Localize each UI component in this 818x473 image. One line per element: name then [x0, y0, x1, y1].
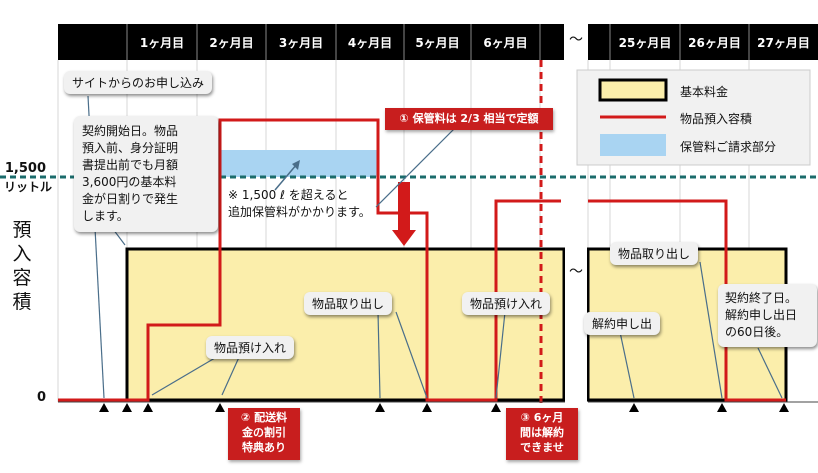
callout-contract-end: 契約終了日。 解約申し出日 の60日後。 — [718, 284, 817, 347]
over-note-pointer — [274, 160, 300, 191]
y-axis-title: 預 入 容 積 — [12, 219, 32, 313]
month-label-5: 5ヶ月目 — [415, 36, 460, 50]
over-limit-note: ※ 1,500 ℓ を超えると 追加保管料がかかります。 — [228, 188, 371, 219]
callout-apply: サイトからのお申し込み — [64, 71, 213, 94]
timeline-break-tilde: 〜 — [569, 32, 583, 48]
month-label-2: 2ヶ月目 — [209, 36, 254, 50]
month-label-27: 27ヶ月目 — [757, 36, 810, 50]
callout-deposit-2: 物品預け入れ — [462, 292, 551, 315]
tag-storage-rate: ① 保管料は 2/3 相当で定額 — [385, 108, 553, 130]
month-label-6: 6ヶ月目 — [483, 36, 528, 50]
header-bar-right — [588, 24, 818, 60]
month-label-3: 3ヶ月目 — [278, 36, 324, 50]
month-label-1: 1ヶ月目 — [139, 36, 185, 50]
legend-swatch-base — [598, 78, 668, 102]
legend-base-label: 基本料金 — [680, 85, 729, 99]
callout-deposit-1: 物品預け入れ — [206, 336, 295, 359]
month-label-25: 25ヶ月目 — [618, 36, 672, 50]
timeline-break-tilde-mid: 〜 — [569, 264, 583, 280]
legend-volume-label: 物品預入容積 — [680, 112, 753, 126]
header-bar-left — [58, 24, 564, 60]
y-label-unit: リットル — [3, 180, 52, 194]
y-label-1500: 1,500 — [4, 161, 46, 176]
legend-storage-label: 保管料ご請求部分 — [680, 140, 777, 154]
legend-swatch-storage — [600, 134, 666, 156]
callout-withdraw-1: 物品取り出し — [304, 292, 393, 315]
callout-contract-start: 契約開始日。物品 預入前、身分証明 書提出前でも月額 3,600円の基本料 金が… — [74, 116, 218, 232]
callout-withdraw-2: 物品取り出し — [610, 242, 699, 265]
month-label-4: 4ヶ月目 — [347, 36, 393, 50]
y-label-zero: 0 — [36, 390, 46, 405]
event-markers — [99, 403, 789, 412]
volume-line-left — [58, 118, 561, 402]
callout-pointers — [87, 95, 783, 399]
callout-cancel: 解約申し出 — [584, 312, 661, 335]
storage-rate-arrow — [392, 182, 416, 246]
tag-shipping-discount: ② 配送料 金の割引 特典あり — [228, 408, 300, 460]
tag-min-term: ③ 6ヶ月 間は解約 できませ — [506, 408, 578, 460]
month-label-26: 26ヶ月目 — [688, 36, 741, 50]
